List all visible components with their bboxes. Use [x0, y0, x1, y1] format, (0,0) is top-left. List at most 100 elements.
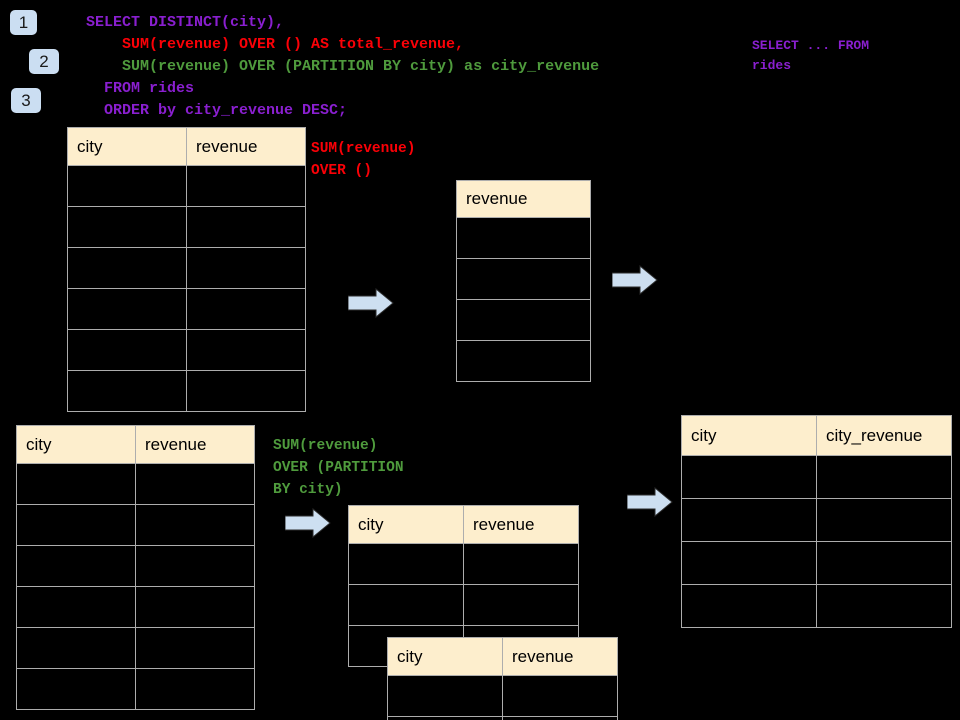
- sql-line-from: FROM rides: [86, 80, 195, 97]
- step-badge-1-label: 1: [18, 13, 29, 32]
- cell-revenue: [456, 340, 591, 382]
- cell-city: [67, 288, 187, 330]
- cell-revenue: [135, 668, 255, 710]
- table-header-row: city city_revenue: [681, 415, 952, 456]
- cell-city: [16, 668, 136, 710]
- cell-city: [681, 541, 817, 585]
- cell-revenue: [456, 217, 591, 259]
- step-badge-3-label: 3: [21, 91, 31, 110]
- cell-city: [67, 165, 187, 207]
- table-row: [681, 498, 952, 542]
- cell-city: [16, 463, 136, 505]
- rides-source-table-bottom: city revenue: [16, 425, 255, 710]
- column-header-city: city: [348, 505, 464, 544]
- table-row: [16, 463, 255, 505]
- sql-line-total-revenue: SUM(revenue) OVER () AS total_revenue,: [86, 36, 465, 53]
- cell-city: [348, 584, 464, 626]
- table-row: [456, 217, 591, 259]
- table-row: [348, 543, 579, 585]
- table-row: [387, 716, 618, 720]
- column-header-revenue: revenue: [186, 127, 306, 166]
- arrow-rides-to-partition: [285, 508, 331, 538]
- table-row: [16, 545, 255, 587]
- cell-city: [681, 498, 817, 542]
- step-badge-2: 2: [29, 49, 59, 74]
- cell-city: [67, 329, 187, 371]
- table-row: [67, 247, 306, 289]
- cell-revenue: [186, 247, 306, 289]
- cell-revenue: [456, 299, 591, 341]
- column-header-revenue: revenue: [456, 180, 591, 218]
- city-revenue-result-table: city city_revenue: [681, 415, 952, 628]
- table-row: [67, 370, 306, 412]
- cell-revenue: [186, 370, 306, 412]
- table-row: [348, 584, 579, 626]
- step-badge-1: 1: [10, 10, 37, 35]
- cell-revenue: [135, 586, 255, 628]
- column-header-city: city: [387, 637, 503, 676]
- cell-revenue: [186, 329, 306, 371]
- cell-revenue: [502, 675, 618, 717]
- cell-city: [681, 584, 817, 628]
- column-header-city: city: [681, 415, 817, 456]
- column-header-revenue: revenue: [463, 505, 579, 544]
- cell-city-revenue: [816, 498, 952, 542]
- cell-city: [387, 716, 503, 720]
- sql-line-order-by: ORDER by city_revenue DESC;: [86, 102, 348, 119]
- arrow-partition-to-result: [627, 487, 673, 517]
- cell-revenue: [135, 463, 255, 505]
- table-header-row: city revenue: [348, 505, 579, 544]
- cell-revenue: [135, 545, 255, 587]
- cell-revenue: [135, 504, 255, 546]
- cell-city: [681, 455, 817, 499]
- cell-city-revenue: [816, 584, 952, 628]
- cell-city: [16, 586, 136, 628]
- cell-city: [387, 675, 503, 717]
- step-badge-2-label: 2: [39, 52, 49, 71]
- table-row: [387, 675, 618, 717]
- table-row: [67, 165, 306, 207]
- table-row: [67, 288, 306, 330]
- sql-line-select: SELECT DISTINCT(city),: [86, 14, 285, 31]
- step-badge-3: 3: [11, 88, 41, 113]
- partition-group-table-front: city revenue: [387, 637, 618, 720]
- sql-line-city-revenue: SUM(revenue) OVER (PARTITION BY city) as…: [86, 58, 600, 75]
- table-row: [67, 206, 306, 248]
- table-header-row: city revenue: [67, 127, 306, 166]
- annotation-sum-over-partition: SUM(revenue) OVER (PARTITION BY city): [273, 438, 404, 498]
- cell-revenue: [456, 258, 591, 300]
- cell-revenue: [502, 716, 618, 720]
- cell-city: [67, 247, 187, 289]
- cell-city: [16, 627, 136, 669]
- table-row: [456, 299, 591, 341]
- cell-revenue: [186, 165, 306, 207]
- select-from-rides-note: SELECT ... FROM rides: [752, 38, 870, 73]
- table-header-row: city revenue: [387, 637, 618, 676]
- total-revenue-table: revenue: [456, 180, 591, 382]
- table-row: [456, 258, 591, 300]
- table-header-row: revenue: [456, 180, 591, 218]
- cell-city-revenue: [816, 541, 952, 585]
- cell-city: [16, 504, 136, 546]
- cell-revenue: [186, 288, 306, 330]
- cell-city: [16, 545, 136, 587]
- table-row: [16, 668, 255, 710]
- cell-revenue: [186, 206, 306, 248]
- table-row: [16, 586, 255, 628]
- arrow-rides-to-total: [348, 288, 394, 318]
- cell-city-revenue: [816, 455, 952, 499]
- column-header-city: city: [67, 127, 187, 166]
- table-row: [16, 627, 255, 669]
- table-row: [67, 329, 306, 371]
- table-header-row: city revenue: [16, 425, 255, 464]
- arrow-total-to-result: [612, 265, 658, 295]
- cell-revenue: [463, 584, 579, 626]
- cell-city: [348, 543, 464, 585]
- cell-revenue: [463, 543, 579, 585]
- rides-source-table: city revenue: [67, 127, 306, 412]
- table-row: [456, 340, 591, 382]
- table-row: [681, 584, 952, 628]
- cell-city: [67, 370, 187, 412]
- column-header-revenue: revenue: [135, 425, 255, 464]
